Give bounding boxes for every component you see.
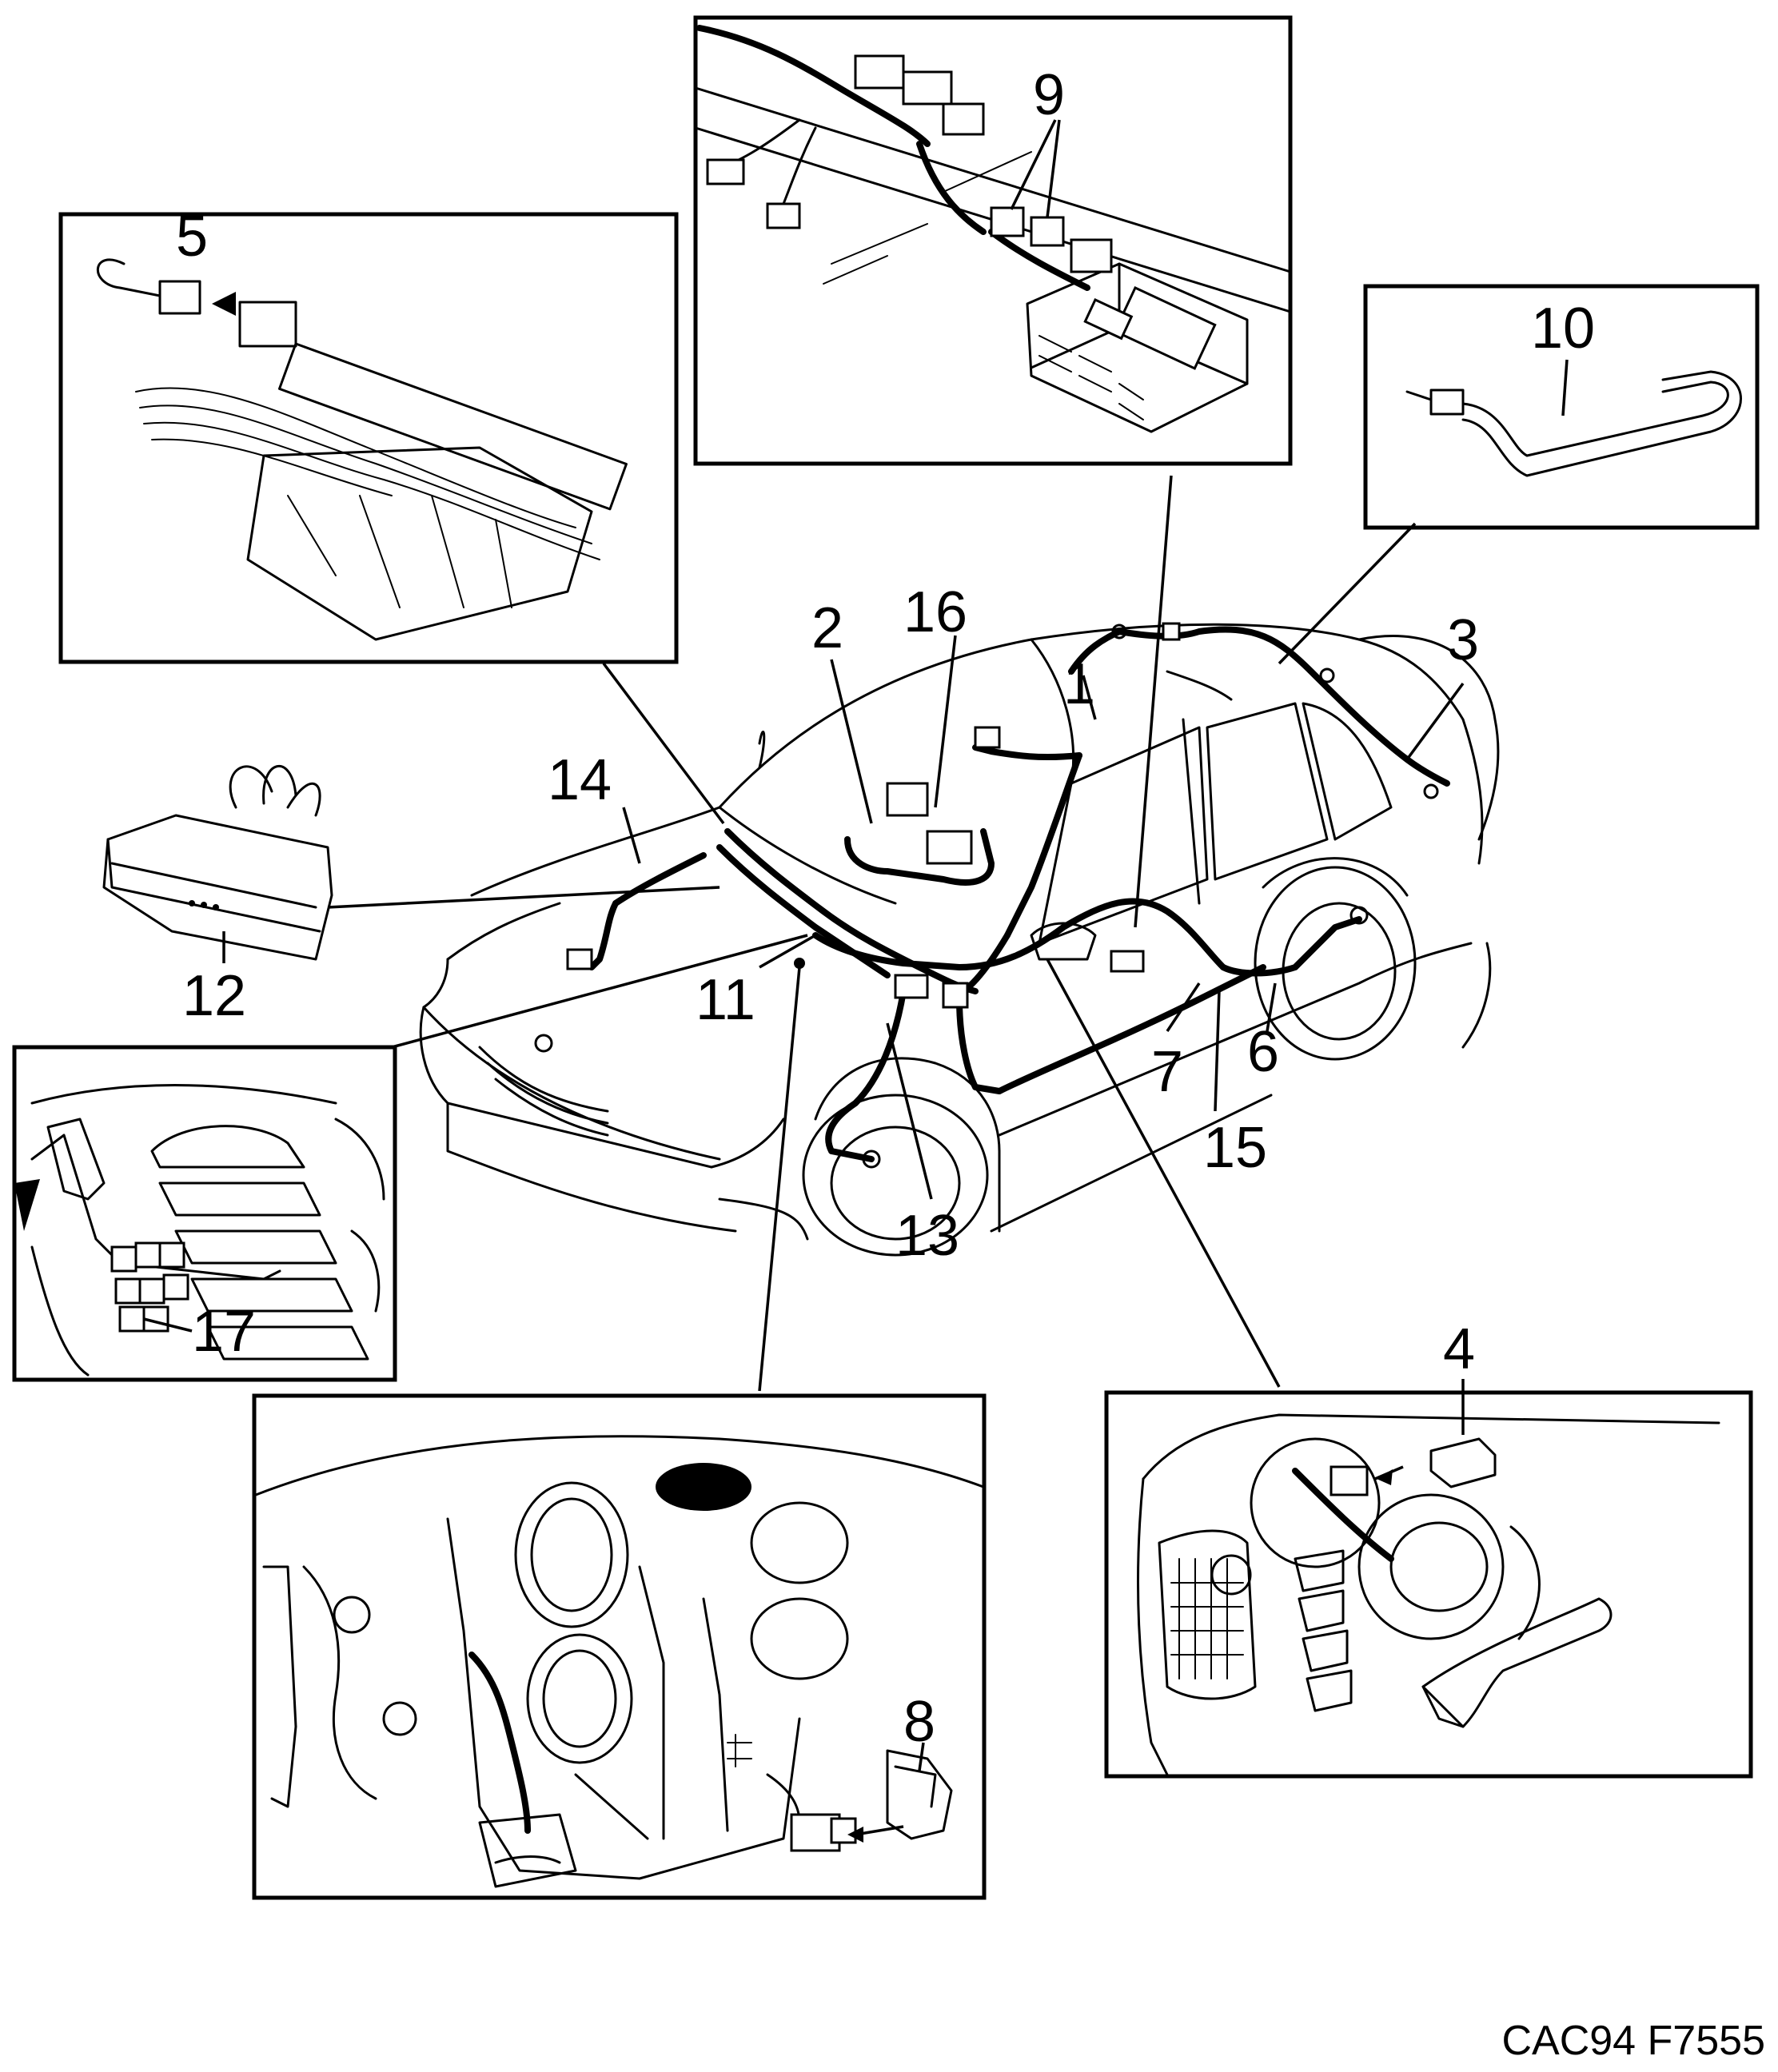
inset-fuel-filler-switch — [1104, 1379, 1753, 1779]
inset-antenna-cable — [1363, 284, 1760, 530]
callout-15: 15 — [1203, 1116, 1267, 1180]
leader-lines — [327, 475, 1465, 1392]
callout-8: 8 — [903, 1690, 935, 1754]
callout-2: 2 — [811, 596, 843, 660]
callout-16: 16 — [903, 580, 967, 644]
figure-code: CAC94 F7555 — [1501, 2018, 1765, 2064]
callout-14: 14 — [548, 748, 612, 812]
callout-4: 4 — [1443, 1317, 1475, 1381]
inset-dashboard-fuses — [12, 1045, 397, 1382]
inset-fuse-connector — [58, 212, 679, 664]
callout-9: 9 — [1033, 63, 1065, 127]
callout-17: 17 — [192, 1300, 256, 1364]
callout-5: 5 — [176, 205, 208, 269]
wiring-harness — [566, 622, 1450, 1169]
callout-11: 11 — [696, 968, 755, 1032]
callout-6: 6 — [1247, 1020, 1279, 1084]
callout-10: 10 — [1531, 297, 1595, 361]
inset-heater-unit — [252, 1393, 987, 1900]
brake-light-unit — [102, 764, 333, 963]
callout-7: 7 — [1151, 1040, 1183, 1104]
callout-12: 12 — [182, 964, 246, 1028]
callout-3: 3 — [1447, 608, 1479, 672]
car-body-outline — [419, 623, 1500, 1257]
callout-13: 13 — [895, 1204, 959, 1268]
inset-control-unit — [693, 15, 1293, 466]
callout-1: 1 — [1063, 652, 1095, 716]
